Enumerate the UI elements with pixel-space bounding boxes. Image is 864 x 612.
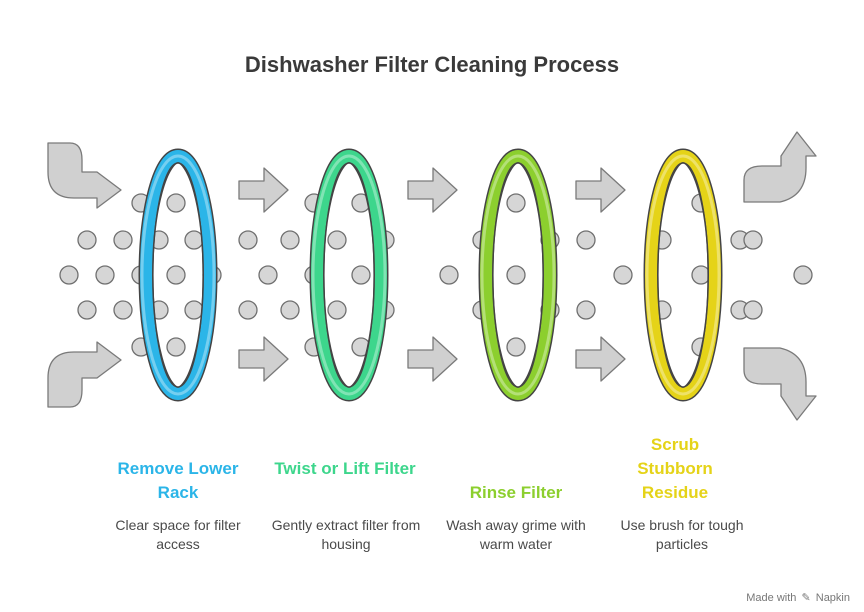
curved-arrow-bottom-left-icon [47, 341, 122, 408]
step-1-description: Clear space for filter access [115, 517, 241, 552]
particle-dot-29 [327, 300, 347, 320]
filter-ring-highlight-4 [645, 154, 721, 396]
flow-arrow-6 [575, 336, 626, 382]
particle-dot-5 [77, 300, 97, 320]
flow-arrow-3 [407, 167, 458, 213]
step-2-description: Gently extract filter from housing [271, 517, 421, 552]
particle-dot-37 [506, 265, 526, 285]
filter-ring-band-4 [645, 150, 721, 400]
particle-dot-22 [280, 300, 300, 320]
flow-arrow-1 [238, 167, 289, 213]
filter-ring-band-3 [480, 150, 556, 400]
particle-dot-40 [506, 337, 526, 357]
particle-dot-41 [576, 230, 596, 250]
flow-arrow-2 [238, 336, 289, 382]
particle-dot-47 [691, 265, 711, 285]
particle-dot-52 [743, 300, 763, 320]
particle-dot-53 [793, 265, 813, 285]
filter-ring-inner-edge-4 [657, 162, 709, 388]
step-4-description: Use brush for tough particles [620, 517, 744, 552]
particle-dot-42 [576, 300, 596, 320]
particle-dot-43 [613, 265, 633, 285]
diagram-title: Dishwasher Filter Cleaning Process [244, 52, 620, 77]
particle-dot-19 [280, 230, 300, 250]
particle-dot-10 [184, 230, 204, 250]
filter-ring-3 [478, 148, 558, 402]
filter-rings [138, 148, 723, 402]
particle-dot-21 [238, 300, 258, 320]
particle-dot-34 [506, 193, 526, 213]
particle-dot-25 [327, 230, 347, 250]
step-1-title: Remove Lower Rack [117, 459, 239, 502]
filter-ring-highlight-2 [311, 154, 387, 396]
particle-dot-8 [166, 193, 186, 213]
curved-arrow-top-right-icon [743, 131, 817, 203]
particle-dot-20 [258, 265, 278, 285]
filter-ring-1 [138, 148, 218, 402]
filter-ring-band-2 [311, 150, 387, 400]
particle-dot-33 [439, 265, 459, 285]
particle-dot-18 [238, 230, 258, 250]
napkin-pen-icon: ✎ [801, 592, 811, 604]
flow-arrow-5 [575, 167, 626, 213]
particle-dot-6 [113, 300, 133, 320]
flow-arrow-4 [407, 336, 458, 382]
filter-ring-inner-edge-3 [492, 162, 544, 388]
filter-ring-highlight-3 [480, 154, 556, 396]
filter-ring-highlight-1 [140, 154, 216, 396]
particle-dot-2 [113, 230, 133, 250]
step-4-title: Scrub Stubborn Residue [637, 435, 713, 502]
curved-arrow-top-left-icon [47, 142, 122, 209]
particle-dot-51 [743, 230, 763, 250]
particle-dot-28 [351, 265, 371, 285]
particle-dot-3 [59, 265, 79, 285]
particle-dot-17 [166, 337, 186, 357]
filter-ring-band-1 [140, 150, 216, 400]
particle-dots [59, 193, 813, 357]
step-3-title: Rinse Filter [469, 483, 563, 502]
filter-ring-inner-edge-1 [152, 162, 204, 388]
curved-arrow-bottom-right-icon [743, 347, 817, 421]
filter-ring-inner-edge-2 [323, 162, 375, 388]
particle-dot-15 [184, 300, 204, 320]
napkin-brand-label: Napkin [815, 592, 850, 604]
made-with-label: Made with [746, 592, 797, 604]
filter-ring-4 [643, 148, 723, 402]
filter-ring-2 [309, 148, 389, 402]
flow-arrows [47, 131, 817, 421]
step-2-title: Twist or Lift Filter [274, 459, 416, 478]
particle-dot-1 [77, 230, 97, 250]
step-3-description: Wash away grime with warm water [446, 517, 586, 552]
particle-dot-12 [166, 265, 186, 285]
napkin-credit[interactable]: Made with ✎ Napkin [746, 591, 850, 604]
particle-dot-4 [95, 265, 115, 285]
